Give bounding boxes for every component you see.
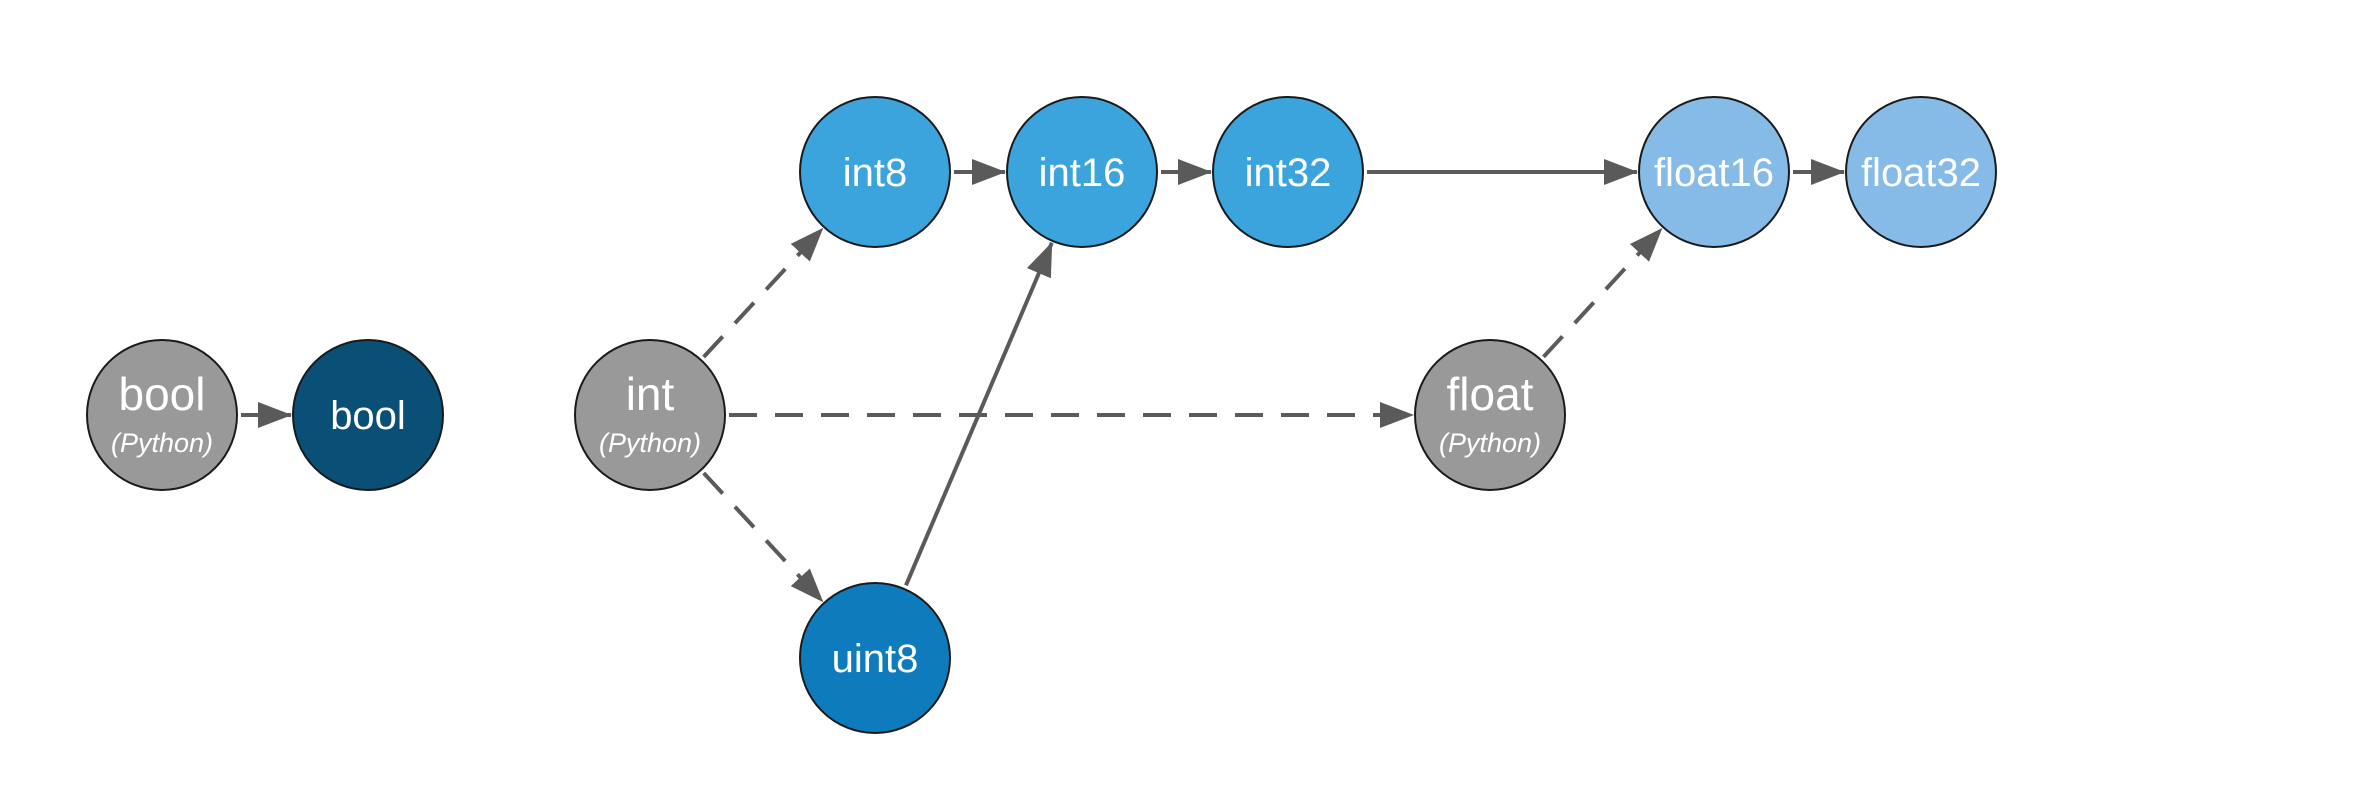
node-sublabel-int_py: (Python)	[599, 428, 701, 458]
node-label-float32: float32	[1861, 151, 1981, 195]
edge-uint8-to-int16	[904, 241, 1054, 587]
node-label-bool: bool	[330, 394, 406, 438]
node-float16: float16	[1638, 96, 1790, 248]
edges-layer	[241, 159, 1845, 603]
edge-int_py-to-int8	[702, 227, 825, 359]
node-label-int8: int8	[843, 151, 908, 195]
node-circle-uint8	[799, 582, 951, 734]
node-circle-float16	[1638, 96, 1790, 248]
edge-int_py-to-uint8	[702, 471, 825, 603]
node-int16: int16	[1006, 96, 1158, 248]
node-label-float16: float16	[1654, 151, 1774, 195]
node-circle-bool	[292, 339, 444, 491]
node-bool_py: bool (Python)	[86, 339, 238, 491]
node-int_py: int (Python)	[574, 339, 726, 491]
node-sublabel-float_py: (Python)	[1439, 428, 1541, 458]
node-label-float_py: float	[1447, 368, 1534, 420]
node-float_py: float (Python)	[1414, 339, 1566, 491]
node-int32: int32	[1212, 96, 1364, 248]
node-label-int32: int32	[1245, 151, 1332, 195]
node-bool: bool	[292, 339, 444, 491]
node-label-int_py: int	[626, 368, 675, 420]
node-label-bool_py: bool	[119, 368, 206, 420]
node-circle-int16	[1006, 96, 1158, 248]
node-circle-int_py	[574, 339, 726, 491]
node-label-uint8: uint8	[832, 637, 919, 681]
node-circle-int8	[799, 96, 951, 248]
node-circle-float_py	[1414, 339, 1566, 491]
edge-float_py-to-float16	[1542, 227, 1664, 359]
node-uint8: uint8	[799, 582, 951, 734]
node-int8: int8	[799, 96, 951, 248]
node-circle-float32	[1845, 96, 1997, 248]
node-sublabel-bool_py: (Python)	[111, 428, 213, 458]
nodes-layer: bool (Python) bool int (Python) int8 int16 int3…	[86, 96, 1997, 734]
node-float32: float32	[1845, 96, 1997, 248]
node-circle-bool_py	[86, 339, 238, 491]
node-circle-int32	[1212, 96, 1364, 248]
node-label-int16: int16	[1039, 151, 1126, 195]
